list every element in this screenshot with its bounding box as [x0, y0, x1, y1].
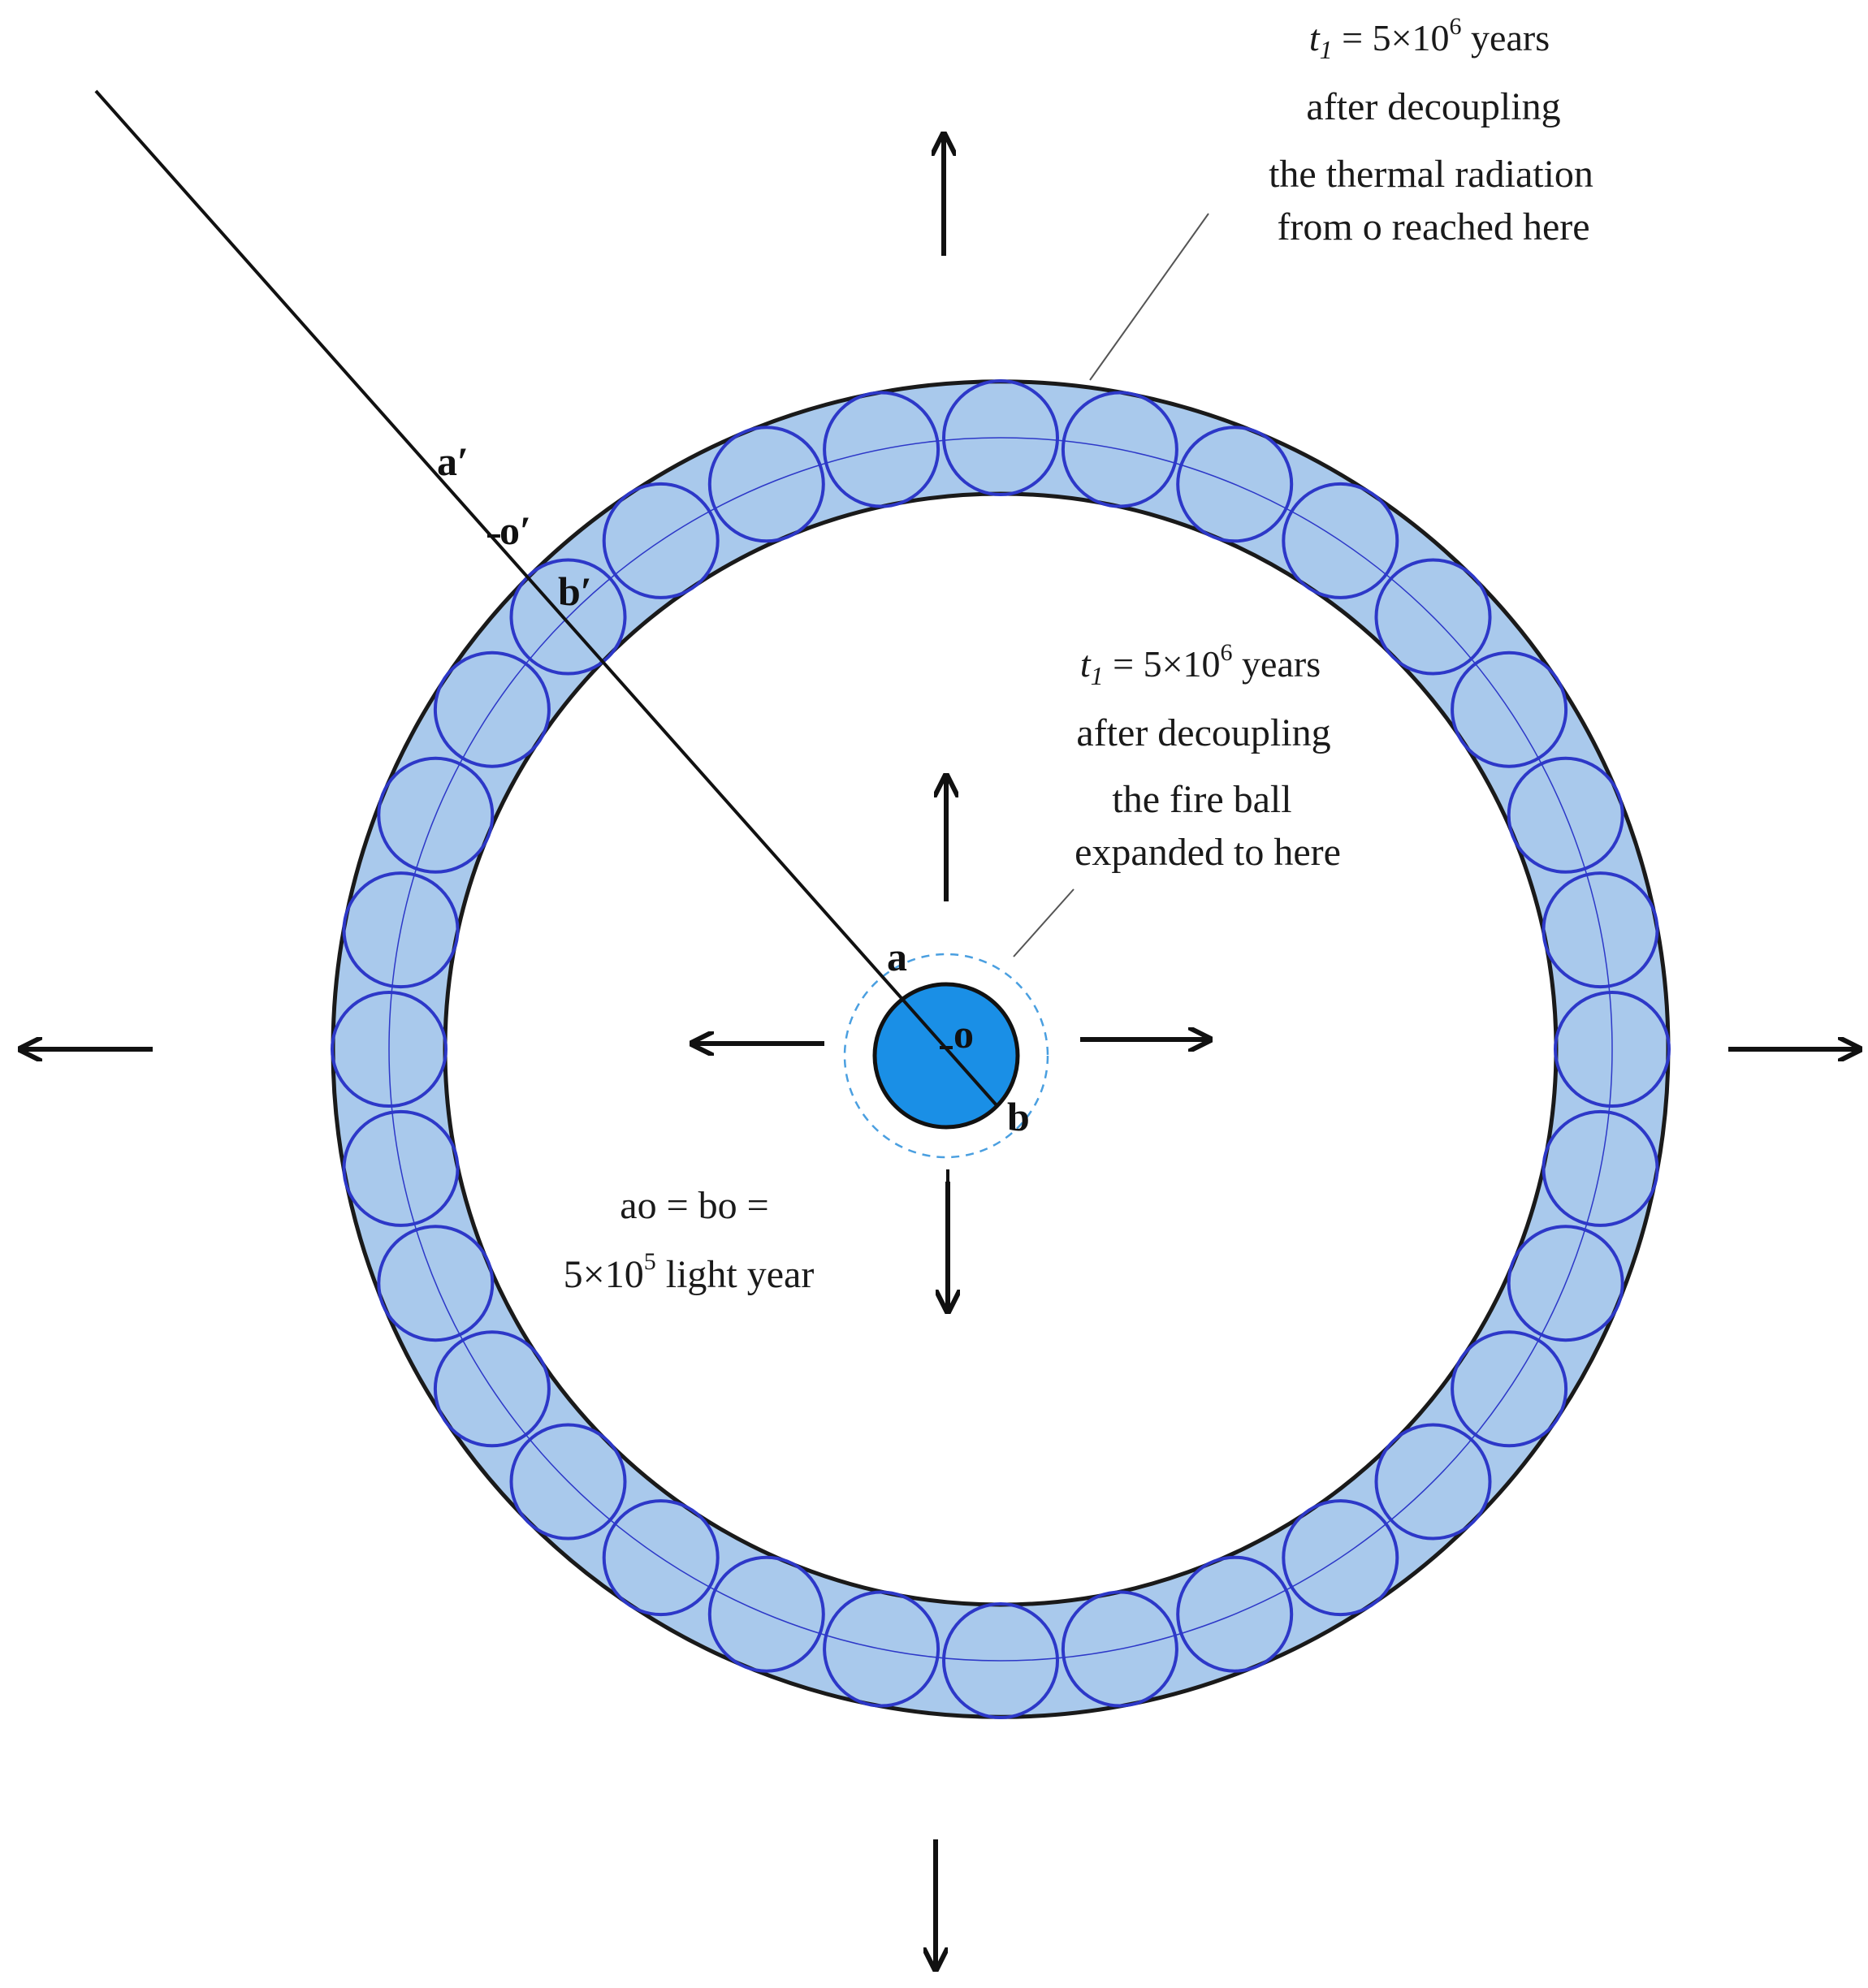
- label-o-prime: o′: [499, 508, 531, 553]
- outer-annotation: t1 = 5×106 years after decoupling the th…: [1269, 13, 1593, 248]
- ring-blob: [707, 426, 825, 543]
- label-a: a: [887, 934, 907, 979]
- ring-midline: [388, 437, 1613, 1662]
- ring-blobs: [331, 379, 1671, 1719]
- distance-line2: 5×105 light year: [564, 1248, 815, 1296]
- label-a-prime: a′: [437, 439, 469, 484]
- ring-blob: [1542, 871, 1659, 989]
- distance-annotation: ao = bo = 5×105 light year: [564, 1184, 815, 1296]
- radial-line: [94, 89, 998, 1107]
- fireball-limit-dashed-circle: [843, 953, 1049, 1159]
- distance-line1: ao = bo =: [620, 1184, 768, 1227]
- ring-blob: [509, 1423, 627, 1541]
- ring-blob: [1507, 1225, 1624, 1342]
- ring-blob: [1282, 482, 1399, 599]
- inner-annotation-line4: expanded to here: [1075, 831, 1341, 874]
- ring-blob: [602, 1499, 720, 1617]
- ring-blob: [1374, 1423, 1492, 1541]
- label-o: o: [953, 1011, 974, 1057]
- ring-blob: [1374, 558, 1492, 676]
- ring-blob: [433, 650, 551, 768]
- outer-leader-line: [1089, 213, 1209, 381]
- fireball: [872, 982, 1020, 1130]
- label-b: b: [1007, 1094, 1030, 1139]
- label-b-prime: b′: [558, 568, 592, 614]
- ring-blob: [942, 379, 1059, 496]
- ring-blob: [342, 871, 460, 989]
- ring-blob: [1507, 756, 1624, 874]
- ring-blob: [433, 1330, 551, 1448]
- inner-annotation-line3: the fire ball: [1112, 778, 1291, 821]
- ring-blob: [1176, 1555, 1294, 1673]
- inner-annotation-line1: t1 = 5×106 years: [1080, 639, 1321, 690]
- outer-annotation-line4: from o reached here: [1277, 205, 1589, 248]
- ring-blob: [823, 1590, 940, 1708]
- ring-blob: [1061, 1590, 1178, 1708]
- outer-annotation-line1: t1 = 5×106 years: [1309, 13, 1550, 64]
- ring-blob: [1176, 426, 1294, 543]
- ring-blob: [1554, 991, 1671, 1108]
- ring-blob: [509, 558, 627, 676]
- ring-blob: [602, 482, 720, 599]
- ring-blob: [707, 1555, 825, 1673]
- inner-annotation: t1 = 5×106 years after decoupling the fi…: [1075, 639, 1341, 874]
- ring-blob: [1451, 1330, 1568, 1448]
- inner-leader-line: [1013, 888, 1075, 957]
- ring-blob: [1282, 1499, 1399, 1617]
- ring-blob: [942, 1602, 1059, 1719]
- inner-annotation-line2: after decoupling: [1076, 711, 1330, 754]
- ring-blob: [331, 991, 448, 1108]
- ring-blob: [1451, 650, 1568, 768]
- ring-blob: [823, 391, 940, 508]
- ring-blob: [342, 1109, 460, 1227]
- ring-blob: [1061, 391, 1178, 508]
- outer-annotation-line2: after decoupling: [1306, 85, 1560, 128]
- ring-blob: [377, 756, 495, 874]
- outer-annotation-line3: the thermal radiation: [1269, 153, 1593, 196]
- ring-blob: [1542, 1109, 1659, 1227]
- ring-blob: [377, 1225, 495, 1342]
